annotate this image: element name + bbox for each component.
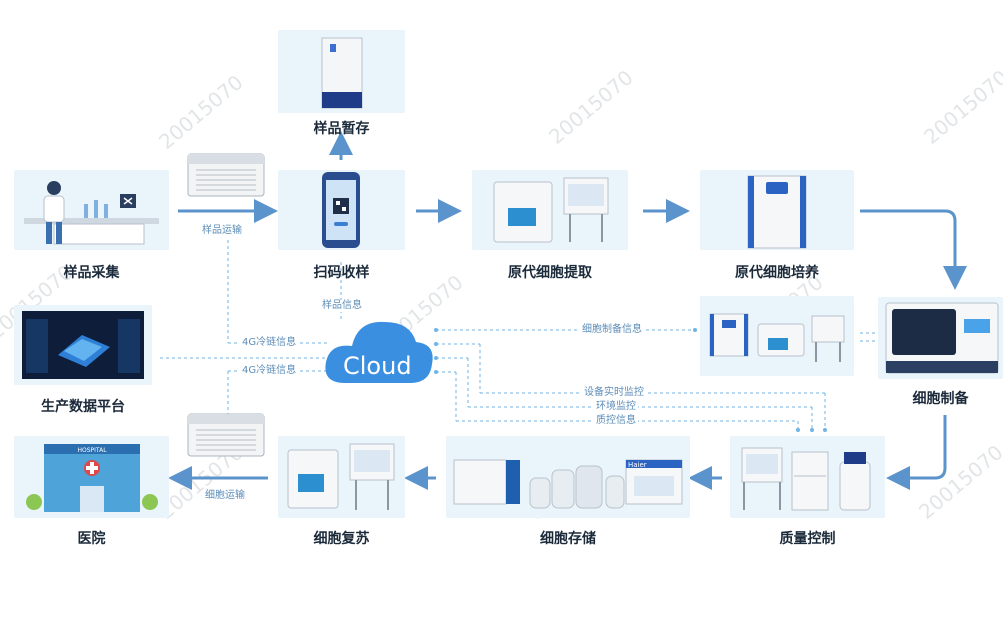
- node-label-hospital: 医院: [77, 531, 106, 547]
- link-label-cold-chain-1: 4G冷链信息: [240, 337, 299, 349]
- node-label-quality-control: 质量控制: [779, 531, 836, 547]
- incubator-icon: [747, 175, 807, 249]
- extraction-equipment-icon: [493, 177, 609, 243]
- link-label-sample-transport: 样品运输: [200, 225, 244, 237]
- hospital-building-icon: HOSPITAL: [26, 444, 158, 512]
- node-label-scan-receive: 扫码收样: [313, 265, 370, 281]
- node-label-sample-collection: 样品采集: [63, 265, 120, 281]
- node-label-cell-recovery: 细胞复苏: [313, 531, 370, 547]
- brand-logo: Haier: [628, 461, 647, 469]
- cell-prep-machine-icon: [885, 302, 999, 374]
- phone-qr-icon: [322, 172, 360, 248]
- production-platform-card: [14, 305, 152, 385]
- node-label-cell-storage: 细胞存储: [540, 531, 596, 547]
- link-label-sample-info: 样品信息: [320, 300, 364, 312]
- prep-equipment-card: [700, 296, 854, 376]
- link-label-cold-chain-2: 4G冷链信息: [240, 365, 299, 377]
- scan-receive-card: [278, 170, 405, 250]
- cell-recovery-card: [278, 436, 405, 518]
- cell-storage-card: Haier: [446, 436, 690, 518]
- recovery-equipment-icon: [287, 443, 395, 510]
- node-label-primary-extraction: 原代细胞提取: [508, 265, 592, 281]
- cooler-box-icon: [187, 153, 265, 197]
- prep-equipment-icon: [709, 313, 845, 362]
- transport-box-bottom: [186, 410, 266, 460]
- arrow-prep-to-qc: [886, 415, 947, 490]
- cloud-label: Cloud: [343, 352, 412, 380]
- dashboard-screen-icon: [22, 311, 144, 379]
- cell-preparation-card: [878, 297, 1003, 379]
- link-label-cell-transport: 细胞运输: [203, 490, 247, 502]
- freezer-icon: [321, 37, 363, 109]
- lab-worker-icon: [24, 181, 159, 245]
- cloud-icon: [325, 321, 433, 383]
- cooler-box-icon: [187, 413, 265, 457]
- primary-culture-card: [700, 170, 854, 250]
- node-label-production-platform: 生产数据平台: [41, 399, 125, 415]
- link-label-env-monitor: 环境监控: [594, 401, 638, 413]
- qc-equipment-icon: [741, 447, 871, 511]
- node-label-cell-preparation: 细胞制备: [912, 391, 969, 407]
- transport-box-top: [186, 150, 266, 198]
- hospital-card: HOSPITAL: [14, 436, 169, 518]
- node-label-sample-storage: 样品暂存: [313, 121, 370, 137]
- primary-extraction-card: [472, 170, 628, 250]
- sample-storage-card: [278, 30, 405, 113]
- link-label-qc-info: 质控信息: [594, 415, 638, 427]
- sample-collection-card: [14, 170, 169, 250]
- quality-control-card: [730, 436, 885, 518]
- hospital-sign: HOSPITAL: [77, 447, 107, 454]
- link-label-prep-info: 细胞制备信息: [580, 324, 644, 336]
- node-label-primary-culture: 原代细胞培养: [735, 265, 819, 281]
- link-label-realtime-monitor: 设备实时监控: [582, 387, 646, 399]
- arrow-culture-to-prep: [860, 209, 967, 290]
- storage-equipment-icon: Haier: [453, 459, 683, 509]
